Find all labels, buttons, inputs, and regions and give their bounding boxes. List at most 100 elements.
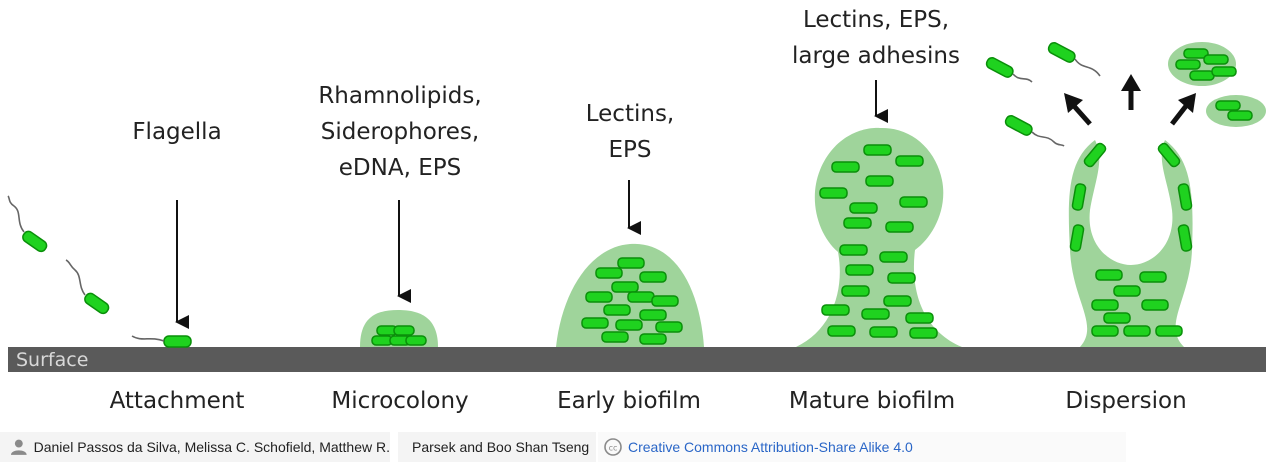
author-credit[interactable]: Daniel Passos da Silva, Melissa C. Schof…: [0, 432, 390, 462]
bacterium: [585, 291, 613, 303]
bacterium: [655, 321, 683, 333]
dispersion-arrows: [1064, 74, 1196, 126]
mature-biofilm-matrix: [796, 127, 962, 347]
bacterium: [1215, 100, 1241, 111]
bacterium: [843, 217, 872, 229]
bacterium: [615, 319, 643, 331]
bacterium: [887, 272, 916, 284]
bacterium: [1069, 224, 1085, 252]
bacterium: [603, 304, 631, 316]
bacteria: [22, 42, 1253, 348]
flagella-text: Flagella: [132, 119, 222, 145]
bacterium: [985, 57, 1014, 78]
bacterium: [1189, 70, 1215, 81]
author-names: Daniel Passos da Silva, Melissa C. Schof…: [33, 439, 390, 455]
flagella-tails: [7, 58, 1101, 342]
bacterium: [1227, 110, 1253, 121]
bacterium: [845, 264, 874, 276]
bacterium: [639, 271, 667, 283]
bacterium: [1177, 183, 1193, 211]
bacterium: [1157, 142, 1181, 168]
bacterium: [627, 291, 655, 303]
bacterium: [839, 244, 868, 256]
bacterium: [899, 196, 928, 208]
flagellum: [65, 259, 86, 296]
flagellum: [1074, 58, 1101, 77]
bacterium: [909, 327, 938, 339]
biofilm-diagram: [7, 42, 1266, 372]
flagellum: [1012, 73, 1033, 83]
dispersion-arrow-right: [1170, 104, 1188, 126]
bacterium: [1183, 48, 1209, 59]
bacterium: [831, 161, 860, 173]
bacterium: [1139, 271, 1167, 283]
bacterium: [1071, 183, 1087, 211]
annotation-arrows: [175, 80, 888, 329]
flagellum: [131, 335, 165, 342]
bacterium: [595, 267, 623, 279]
label-line: Rhamnolipids,: [318, 83, 482, 109]
bacterium: [879, 251, 908, 263]
stage-attachment: Attachment: [109, 388, 245, 414]
flagellum: [1031, 131, 1065, 147]
label-line: Siderophores,: [320, 119, 480, 145]
bacterium: [849, 202, 878, 214]
bacterium: [1203, 54, 1229, 65]
user-icon: [10, 439, 27, 455]
bacterium: [1047, 42, 1076, 63]
bacterium: [827, 325, 856, 337]
bacterium: [163, 335, 192, 348]
license-credit[interactable]: cc Creative Commons Attribution-Share Al…: [598, 432, 1126, 462]
bacterium: [639, 333, 667, 345]
bacterium: [1083, 142, 1107, 168]
license-link[interactable]: Creative Commons Attribution-Share Alike…: [628, 439, 913, 455]
bacterium: [865, 175, 894, 187]
stage-early-biofilm: Early biofilm: [557, 388, 701, 414]
label-line: eDNA, EPS: [338, 155, 462, 181]
bacterium: [863, 144, 892, 156]
bacterium: [841, 285, 870, 297]
bacterium: [1177, 224, 1193, 252]
bacterium: [393, 325, 415, 336]
bacterium: [1091, 325, 1119, 337]
bacterium: [821, 304, 850, 316]
bacterium: [895, 155, 924, 167]
bacterium: [651, 295, 679, 307]
bacterium: [861, 308, 890, 320]
bacterium: [1211, 66, 1237, 77]
bacterium: [819, 187, 848, 199]
bacterium: [869, 326, 898, 338]
flagellum: [7, 195, 25, 233]
bacterium: [1141, 299, 1169, 311]
bacterium: [581, 317, 609, 329]
svg-text:cc: cc: [609, 444, 618, 453]
label-line: Lectins,: [585, 101, 675, 127]
bacterium: [639, 309, 667, 321]
bacterium: [84, 292, 110, 315]
bacterium: [1175, 59, 1201, 70]
cc-icon: cc: [604, 438, 622, 456]
surface-bar: [8, 347, 1266, 372]
label-line: EPS: [608, 137, 652, 163]
bacterium: [1095, 269, 1123, 281]
stage-dispersion: Dispersion: [1065, 388, 1187, 414]
bacterium: [905, 312, 934, 324]
dispersion-arrow-left: [1072, 104, 1092, 126]
large-adhesins-label: Lectins, EPS, large adhesins: [776, 2, 976, 74]
credits-bar: Daniel Passos da Silva, Melissa C. Schof…: [0, 430, 1275, 466]
label-line: Lectins, EPS,: [802, 7, 950, 33]
author-credit-continued[interactable]: Parsek and Boo Shan Tseng: [398, 432, 596, 462]
dispersion-matrix: [1068, 140, 1193, 347]
lectins-eps-label: Lectins, EPS: [560, 96, 700, 168]
bacterium: [1103, 312, 1131, 324]
bacterium: [611, 281, 639, 293]
bacterium: [22, 230, 48, 253]
surface-label: Surface: [16, 349, 89, 371]
bacterium: [1123, 325, 1151, 337]
stage-mature-biofilm: Mature biofilm: [788, 388, 956, 414]
bacterium: [1004, 115, 1033, 136]
flagella-label: Flagella: [117, 114, 237, 150]
bacterium: [1113, 285, 1141, 297]
bacterium: [1091, 299, 1119, 311]
bacterium: [601, 331, 629, 343]
